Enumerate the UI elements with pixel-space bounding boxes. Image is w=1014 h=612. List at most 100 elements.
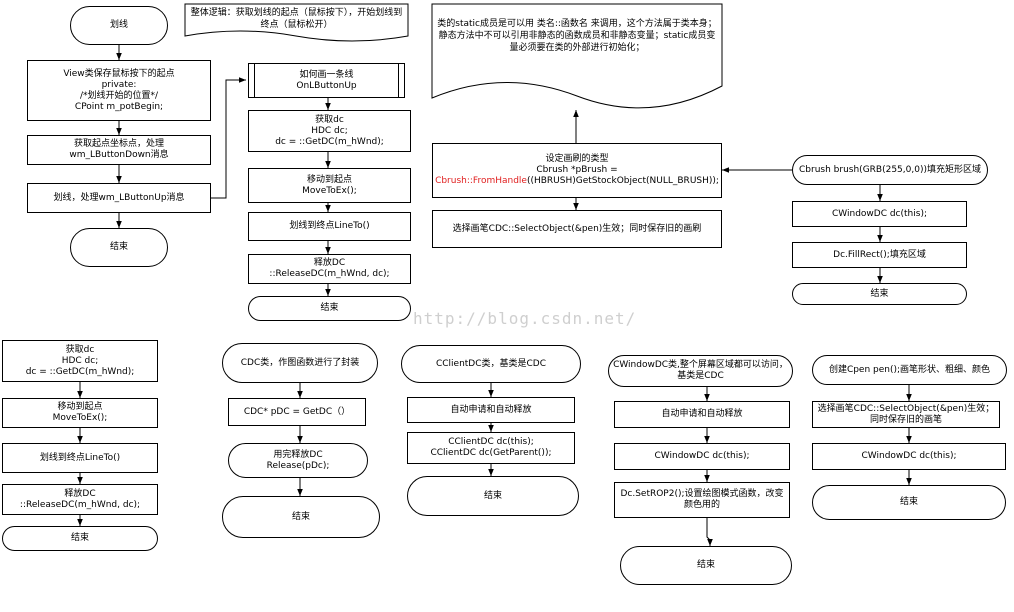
logic-note: 整体逻辑：获取划线的起点（鼠标按下），开始划线到终点（鼠标松开） xyxy=(188,7,405,37)
fill-flow-step2-label: CWindowDC dc(this); xyxy=(832,208,927,219)
cdc-flow-step2-line1: 用完释放DC xyxy=(273,449,323,460)
flow-b-step2-line1: 移动到起点 xyxy=(306,174,352,185)
pen-flow-end: 结束 xyxy=(812,485,1006,520)
set-brush-box: 设定画刷的类型 Cbrush *pBrush = Cbrush::FromHan… xyxy=(432,143,722,198)
select-pen-box: 选择画笔CDC::SelectObject(&pen)生效；同时保存旧的画刷 xyxy=(432,210,722,248)
set-brush-line3-rest: ((HBRUSH)GetStockObject(NULL_BRUSH)); xyxy=(526,176,719,186)
pen-flow-step2: CWindowDC dc(this); xyxy=(812,443,1006,470)
flow-a-step1-line1: View类保存鼠标按下的起点 xyxy=(63,68,175,79)
bottom-a-step2-line2: MoveToEx(); xyxy=(52,413,108,423)
pen-flow-step1-label: 选择画笔CDC::SelectObject(&pen)生效；同时保存旧的画笔 xyxy=(817,403,995,425)
flow-b-step4-line2: ::ReleaseDC(m_hWnd, dc); xyxy=(269,269,390,279)
cdc-flow-step2: 用完释放DC Release(pDc); xyxy=(228,443,368,478)
set-brush-title: 设定画刷的类型 xyxy=(545,154,609,164)
pen-flow-start: 创建Cpen pen();画笔形状、粗细、颜色 xyxy=(812,355,1007,385)
cdc-flow-end: 结束 xyxy=(222,496,380,538)
cwindow-flow-step2-label: CWindowDC dc(this); xyxy=(654,451,750,461)
set-brush-fromhandle: Cbrush::FromHandle xyxy=(435,176,527,186)
cdc-flow-start: CDC类，作图函数进行了封装 xyxy=(222,343,378,383)
cdc-flow-end-label: 结束 xyxy=(291,511,310,522)
flow-b-step1-line2: HDC dc; xyxy=(311,125,348,136)
cdc-flow-step2-line2: Release(pDc); xyxy=(266,460,330,471)
flow-b-step1: 获取dc HDC dc; dc = ::GetDC(m_hWnd); xyxy=(248,110,411,152)
set-brush-line2: Cbrush *pBrush = xyxy=(536,165,618,175)
logic-note-shape xyxy=(184,3,409,42)
fill-flow-start: Cbrush brush(GRB(255,0,0))填充矩形区域 xyxy=(792,155,988,185)
flow-b-title: 如何画一条线 OnLButtonUp xyxy=(248,63,405,98)
pen-flow-step2-label: CWindowDC dc(this); xyxy=(861,451,957,461)
watermark: http://blog.csdn.net/ xyxy=(413,309,637,328)
cwindow-flow-step3: Dc.SetROP2();设置绘图模式函数，改变颜色用的 xyxy=(614,482,790,518)
flow-a-step2: 获取起点坐标点，处理 wm_LButtonDown消息 xyxy=(27,135,211,165)
bottom-a-step1: 获取dc HDC dc; dc = ::GetDC(m_hWnd); xyxy=(2,340,158,382)
cclient-flow-step2: CClientDC dc(this); CClientDC dc(GetPare… xyxy=(407,432,575,464)
cclient-flow-end: 结束 xyxy=(407,476,579,516)
fill-flow-step3-label: Dc.FillRect();填充区域 xyxy=(833,249,926,260)
bottom-a-end-label: 结束 xyxy=(70,533,89,543)
cwindow-flow-step1-label: 自动申请和自动释放 xyxy=(661,409,743,419)
cdc-flow-step1: CDC* pDC = GetDC（） xyxy=(228,398,366,426)
flow-a-step1-line2: private: xyxy=(101,79,137,90)
fill-flow-step3: Dc.FillRect();填充区域 xyxy=(792,242,967,268)
fill-flow-end-label: 结束 xyxy=(870,288,889,299)
flow-b-step3: 划线到终点LineTo() xyxy=(248,212,411,241)
flow-a-start-label: 划线 xyxy=(109,20,128,30)
cdc-flow-start-label: CDC类，作图函数进行了封装 xyxy=(240,357,360,368)
select-pen-label: 选择画笔CDC::SelectObject(&pen)生效；同时保存旧的画刷 xyxy=(452,223,702,234)
flow-b-title-line2: OnLButtonUp xyxy=(296,80,357,91)
cwindow-flow-step1: 自动申请和自动释放 xyxy=(614,401,790,428)
fill-flow-step2: CWindowDC dc(this); xyxy=(792,201,967,227)
flow-a-step1-line4: CPoint m_potBegin; xyxy=(74,101,164,112)
flow-b-step3-label: 划线到终点LineTo() xyxy=(289,221,370,231)
cclient-flow-step1-label: 自动申请和自动释放 xyxy=(450,404,532,415)
cclient-flow-step1: 自动申请和自动释放 xyxy=(407,397,575,423)
bottom-a-step4-line1: 释放DC xyxy=(64,488,96,499)
bottom-a-step2-line1: 移动到起点 xyxy=(57,402,103,412)
flow-b-title-line1: 如何画一条线 xyxy=(299,69,354,80)
cwindow-flow-step3-label: Dc.SetROP2();设置绘图模式函数，改变颜色用的 xyxy=(620,489,784,510)
flow-a-step2-line2: wm_LButtonDown消息 xyxy=(69,150,169,160)
flow-b-step2: 移动到起点 MoveToEx(); xyxy=(248,168,411,203)
cclient-flow-end-label: 结束 xyxy=(483,490,502,501)
static-note-text: 类的static成员是可以用 类名::函数名 来调用，这个方法属于类本身；静态方… xyxy=(437,19,717,53)
bottom-a-end: 结束 xyxy=(2,526,158,551)
flow-b-end: 结束 xyxy=(248,296,411,321)
static-note-shape xyxy=(431,3,723,109)
cclient-flow-step2-line2: CClientDC dc(GetParent()); xyxy=(430,448,552,458)
pen-flow-step1: 选择画笔CDC::SelectObject(&pen)生效；同时保存旧的画笔 xyxy=(812,401,1000,428)
flow-a-end-label: 结束 xyxy=(109,242,128,252)
cclient-flow-step2-line1: CClientDC dc(this); xyxy=(448,437,534,447)
bottom-a-step3-label: 划线到终点LineTo() xyxy=(39,452,121,463)
flow-a-step2-line1: 获取起点坐标点，处理 xyxy=(73,139,164,149)
fill-flow-start-label: Cbrush brush(GRB(255,0,0))填充矩形区域 xyxy=(799,164,981,175)
flow-a-start: 划线 xyxy=(70,6,168,45)
cdc-flow-step1-label: CDC* pDC = GetDC（） xyxy=(243,406,351,417)
cclient-flow-start-label: CClientDC类，基类是CDC xyxy=(435,358,547,369)
bottom-a-step1-line1: 获取dc xyxy=(65,344,95,355)
flow-b-step1-line3: dc = ::GetDC(m_hWnd); xyxy=(275,136,384,147)
bottom-a-step1-line2: HDC dc; xyxy=(61,355,99,366)
fill-flow-end: 结束 xyxy=(792,283,967,305)
bottom-a-step2: 移动到起点 MoveToEx(); xyxy=(2,398,158,428)
bottom-a-step4-line2: ::ReleaseDC(m_hWnd, dc); xyxy=(19,499,141,510)
bottom-a-step3: 划线到终点LineTo() xyxy=(2,443,158,473)
cwindow-flow-end-label: 结束 xyxy=(696,560,715,570)
bottom-a-step1-line3: dc = ::GetDC(m_hWnd); xyxy=(25,366,135,377)
logic-note-text: 整体逻辑：获取划线的起点（鼠标按下），开始划线到终点（鼠标松开） xyxy=(190,8,403,30)
cclient-flow-start: CClientDC类，基类是CDC xyxy=(401,345,581,383)
flow-b-step4-line1: 释放DC xyxy=(313,258,346,268)
flow-a-step3-label: 划线，处理wm_LButtonUp消息 xyxy=(53,192,185,203)
pen-flow-end-label: 结束 xyxy=(899,497,918,507)
flow-a-step1-line3: /*划线开始的位置*/ xyxy=(79,90,159,101)
static-note: 类的static成员是可以用 类名::函数名 来调用，这个方法属于类本身；静态方… xyxy=(436,18,718,78)
flow-b-step1-line1: 获取dc xyxy=(315,114,344,125)
flow-b-end-label: 结束 xyxy=(320,303,339,313)
cwindow-flow-start: CWindowDC类,整个屏幕区域都可以访问，基类是CDC xyxy=(608,355,793,387)
flow-a-step1: View类保存鼠标按下的起点 private: /*划线开始的位置*/ CPoi… xyxy=(27,60,211,121)
cwindow-flow-end: 结束 xyxy=(620,546,792,585)
bottom-a-step4: 释放DC ::ReleaseDC(m_hWnd, dc); xyxy=(2,484,158,515)
cwindow-flow-step2: CWindowDC dc(this); xyxy=(614,443,790,470)
flow-b-step2-line2: MoveToEx(); xyxy=(302,185,357,196)
pen-flow-start-label: 创建Cpen pen();画笔形状、粗细、颜色 xyxy=(828,364,991,375)
